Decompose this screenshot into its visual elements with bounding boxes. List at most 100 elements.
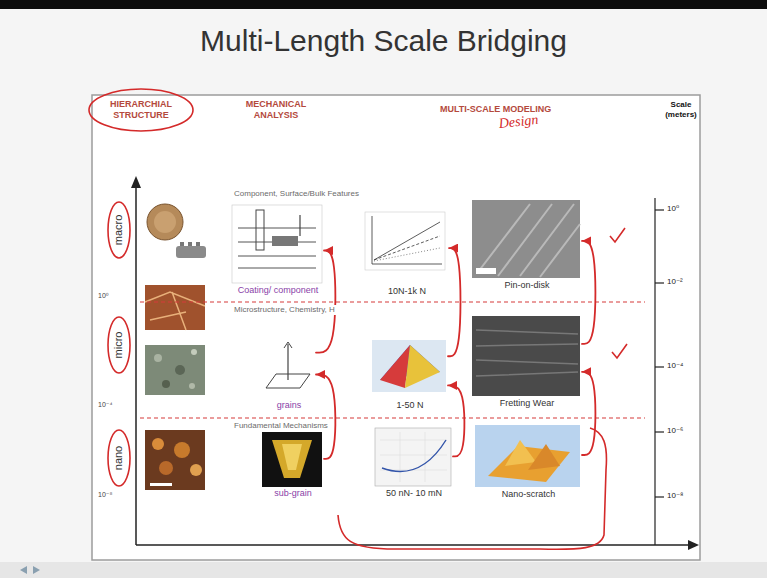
figure-panel: Coating/ component <box>232 205 324 296</box>
panel-picture <box>262 432 322 487</box>
check-mark <box>612 344 627 358</box>
hierarchy-micrograph <box>152 438 164 450</box>
row-divider <box>140 301 645 302</box>
tick-label: 10⁰ <box>667 204 679 214</box>
column-header: MECHANICAL ANALYSIS <box>236 99 316 121</box>
panel-picture <box>374 222 440 260</box>
red-annotation-arrow <box>316 251 335 353</box>
panel-picture <box>476 330 578 376</box>
scale-axis <box>655 366 664 367</box>
red-annotation-arrow <box>316 375 335 459</box>
axis-arrowhead <box>131 176 699 550</box>
scale-level: micro <box>112 332 125 359</box>
hierarchy-micrograph <box>159 461 173 475</box>
panel-picture <box>372 216 442 264</box>
annotation-circle <box>89 89 193 131</box>
red-annotation-arrow <box>582 241 595 344</box>
row-heading: Fundamental Mechanisms <box>232 421 330 431</box>
row-heading: Component, Surface/Bulk Features <box>232 189 361 199</box>
picture-slot <box>372 338 448 400</box>
hierarchy-micrograph <box>162 380 170 388</box>
panel-caption: Pin-on-disk <box>472 280 582 291</box>
panel-picture <box>478 204 580 277</box>
scale-value: 10⁻⁴ <box>98 401 113 409</box>
axis-title: Scale (meters) <box>660 100 702 119</box>
red-annotation-arrow <box>448 248 460 356</box>
hierarchy-micrograph <box>176 246 206 258</box>
row-divider <box>140 302 645 418</box>
figure-panel: grains <box>262 338 316 411</box>
tick-label: 10⁻² <box>667 277 683 287</box>
slide-title: Multi-Length Scale Bridging <box>0 24 767 58</box>
panel-picture <box>380 345 410 388</box>
picture-slot <box>472 200 582 280</box>
hierarchy-micrograph <box>154 211 176 233</box>
hierarchy-micrograph <box>175 365 185 375</box>
hierarchy-micrograph <box>147 204 183 240</box>
panel-caption: grains <box>262 400 316 411</box>
picture-slot <box>232 205 324 285</box>
tick-label: 10⁻⁶ <box>667 426 683 436</box>
hierarchy-micrograph <box>191 349 197 355</box>
panel-picture <box>256 210 264 250</box>
slide-background <box>0 0 767 9</box>
panel-picture <box>374 248 440 261</box>
slide-background <box>0 562 767 578</box>
panel-picture <box>282 444 302 470</box>
red-annotation-arrow <box>582 372 595 455</box>
panel-picture <box>405 345 440 388</box>
panel-caption: 10N-1k N <box>365 286 449 297</box>
panel-picture <box>287 344 288 380</box>
hierarchy-micrograph <box>188 242 192 246</box>
panel-caption: 1-50 N <box>372 400 448 411</box>
panel-picture <box>375 428 451 486</box>
hierarchy-micrograph <box>189 383 195 389</box>
annotation-circle <box>108 317 130 373</box>
panel-caption: Fretting Wear <box>472 398 582 409</box>
annotation-circle <box>89 89 193 486</box>
annotation-circle <box>108 202 130 258</box>
scale-axis <box>655 496 664 497</box>
column-header: HIERARCHIAL STRUCTURE <box>101 99 181 121</box>
row-heading: Microstructure, Chemistry, H <box>232 305 337 315</box>
panel-picture <box>505 440 536 466</box>
red-annotation-arrow <box>448 385 464 456</box>
panel-picture <box>238 228 316 268</box>
panel-picture <box>365 212 445 270</box>
hierarchy-micrograph <box>150 483 172 486</box>
panel-picture <box>380 432 447 482</box>
panel-caption: Nano-scratch <box>475 489 582 500</box>
figure-panel: sub-grain <box>262 432 324 499</box>
handwritten-note: Design <box>498 112 539 133</box>
panel-picture <box>472 200 580 278</box>
panel-picture <box>528 444 560 470</box>
panel-caption: Coating/ component <box>232 285 324 296</box>
panel-picture <box>372 340 446 392</box>
axis-arrowhead <box>688 540 699 550</box>
annotation-bracket <box>338 428 606 549</box>
hierarchy-micrograph <box>190 464 202 476</box>
slide-background <box>92 95 700 560</box>
picture-slot <box>262 338 316 400</box>
panel-picture <box>232 200 580 487</box>
scale-axis <box>655 209 664 210</box>
scale-value: 10⁰ <box>98 292 109 300</box>
hierarchy-micrograph <box>174 442 190 458</box>
scale-value: 10⁻⁸ <box>98 491 112 499</box>
hierarchy-micrograph <box>145 292 205 330</box>
scale-axis <box>655 282 664 283</box>
annotation-bracket <box>338 428 606 549</box>
figure-panel: 50 nN- 10 mN <box>375 428 453 499</box>
check-mark <box>610 228 625 242</box>
hierarchy-micrograph <box>145 285 205 330</box>
length-axis <box>136 184 690 545</box>
row-divider <box>140 417 645 418</box>
picture-slot <box>475 425 582 489</box>
tick-label: 10⁻⁸ <box>667 491 684 501</box>
panel-caption: sub-grain <box>262 488 324 499</box>
connector-layer <box>316 241 595 459</box>
nav-icon <box>33 566 40 574</box>
